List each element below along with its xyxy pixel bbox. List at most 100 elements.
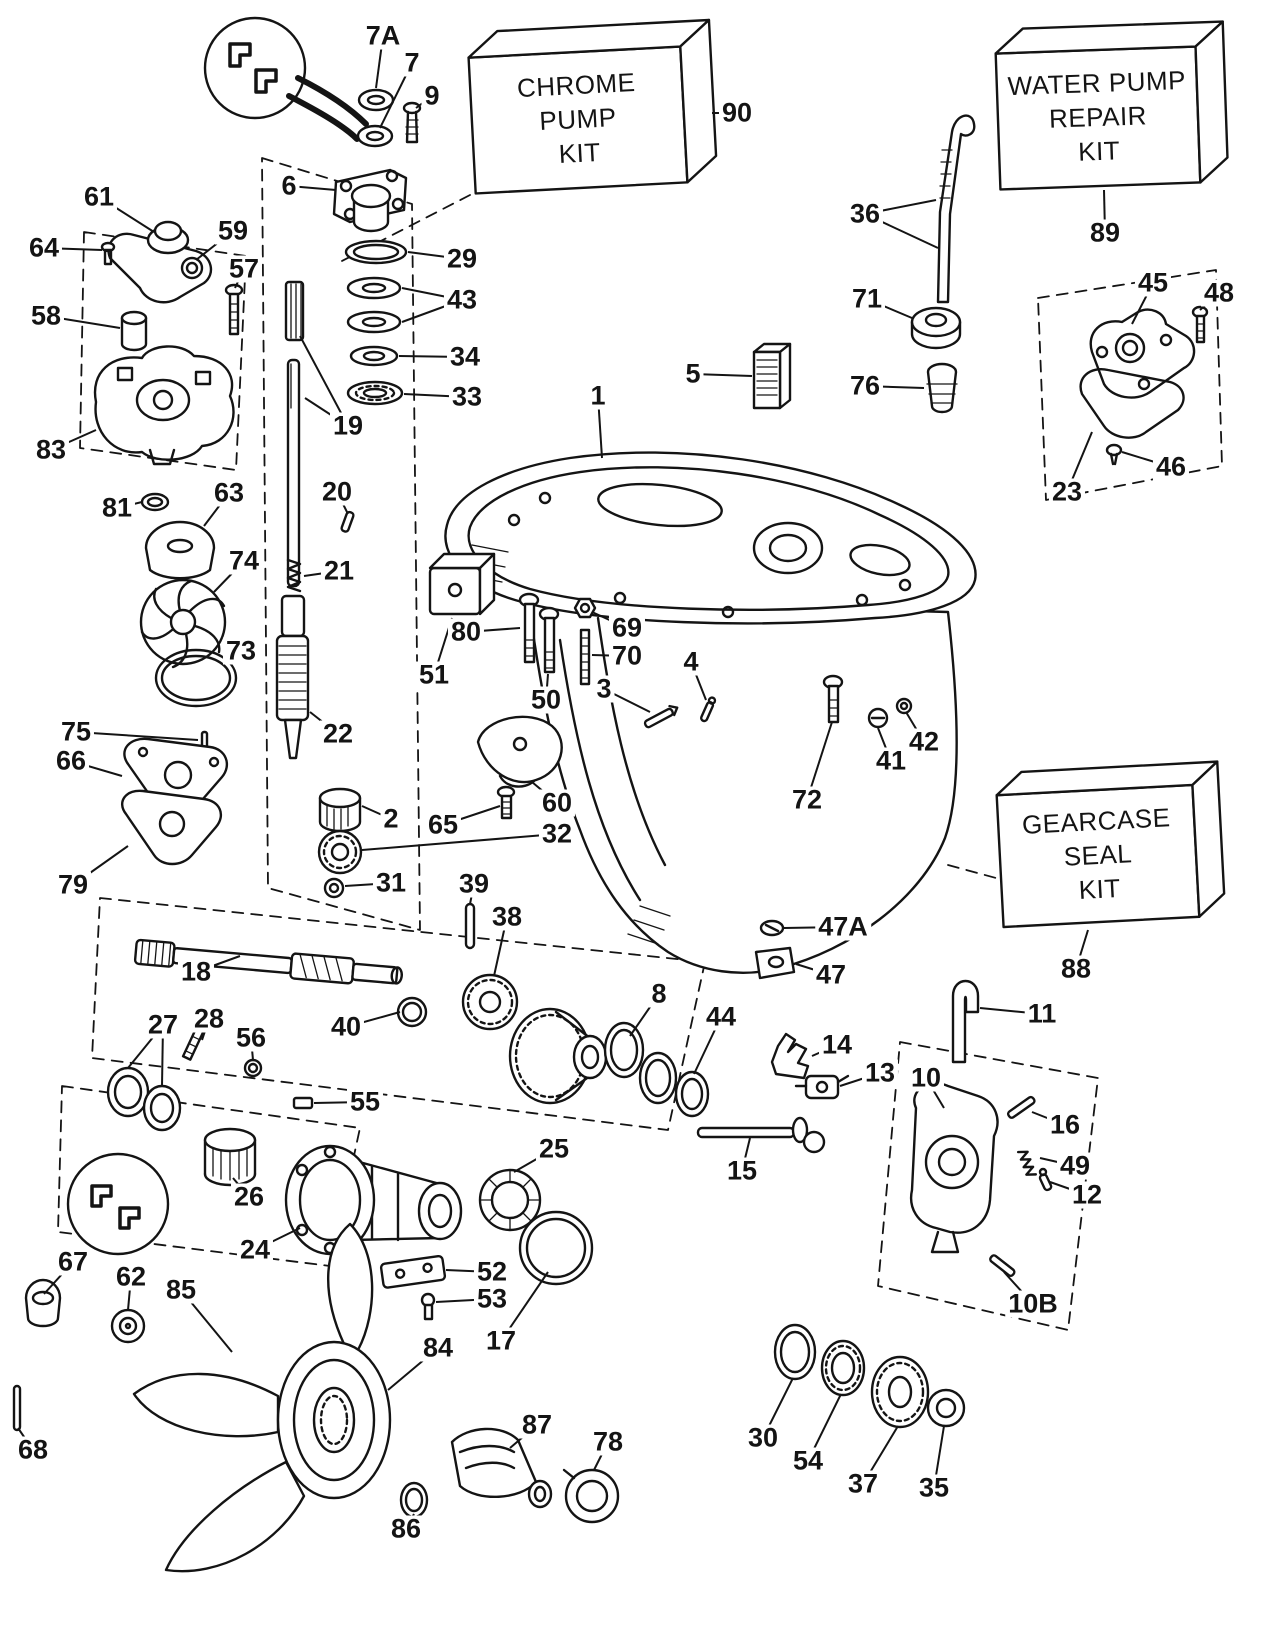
wear-cup-63 — [144, 520, 216, 580]
callout-56: 56 — [232, 1024, 270, 1052]
thrust-washers-44 — [638, 1051, 710, 1118]
callout-31: 31 — [372, 869, 410, 897]
kit-label-water-pump-repair: WATER PUMP REPAIR KIT — [996, 47, 1201, 190]
shift-cradle-14 — [770, 1032, 810, 1080]
nut-69 — [573, 597, 597, 619]
leader-line-75 — [75, 731, 199, 741]
washers-7 — [356, 88, 395, 148]
callout-43: 43 — [443, 286, 481, 314]
screw-48 — [1191, 305, 1209, 344]
callout-23: 23 — [1048, 478, 1086, 506]
callout-60: 60 — [538, 789, 576, 817]
detent-12 — [1038, 1167, 1053, 1192]
pump-plate-45 — [1089, 308, 1196, 399]
drive-hub-87 — [450, 1427, 553, 1509]
callout-10B: 10B — [1005, 1290, 1061, 1318]
callout-36: 36 — [846, 200, 884, 228]
callout-30: 30 — [744, 1424, 782, 1452]
callout-87: 87 — [518, 1411, 556, 1439]
kit-line: CHROME — [516, 67, 637, 104]
callout-11: 11 — [1024, 1000, 1060, 1028]
callout-42: 42 — [905, 728, 943, 756]
callout-64: 64 — [25, 234, 63, 262]
oring-29 — [344, 239, 408, 265]
callout-13: 13 — [861, 1059, 899, 1087]
seal-62 — [110, 1308, 146, 1344]
callout-25: 25 — [535, 1135, 573, 1163]
cap-67 — [24, 1278, 62, 1328]
clip-47A — [759, 919, 785, 937]
kit-line: KIT — [1077, 135, 1121, 167]
screw-53 — [420, 1292, 436, 1321]
kit-box-gearcase-seal — [995, 760, 1226, 929]
callout-7: 7 — [401, 49, 423, 77]
callout-75: 75 — [57, 718, 95, 746]
pump-mount-plate — [100, 220, 213, 304]
bearing-2 — [318, 787, 362, 833]
callout-49: 49 — [1056, 1152, 1094, 1180]
kit-line: PUMP — [538, 102, 618, 137]
retainer-clip-detail-circle — [203, 16, 369, 142]
callout-29: 29 — [443, 245, 481, 273]
propeller — [132, 1222, 392, 1573]
callout-81: 81 — [98, 494, 136, 522]
kit-line: GEARCASE — [1021, 802, 1172, 841]
bolt-57 — [224, 283, 244, 336]
callout-90: 90 — [718, 99, 756, 127]
pin-68 — [12, 1384, 22, 1432]
callout-74: 74 — [225, 547, 263, 575]
gasket-79 — [120, 789, 223, 866]
callout-85: 85 — [162, 1276, 200, 1304]
callout-52: 52 — [473, 1258, 511, 1286]
seal-detail-circle — [66, 1152, 170, 1256]
callout-89: 89 — [1086, 219, 1124, 247]
callout-2: 2 — [380, 805, 402, 833]
callout-14: 14 — [818, 1031, 856, 1059]
kit-line: SEAL — [1062, 838, 1133, 872]
anode-47 — [754, 946, 796, 980]
shift-housing-10 — [909, 1082, 999, 1254]
washer-42 — [895, 697, 913, 715]
callout-4: 4 — [680, 648, 702, 676]
callout-47: 47 — [812, 961, 850, 989]
callout-65: 65 — [424, 811, 462, 839]
trim-tab-60 — [476, 715, 563, 788]
callout-40: 40 — [327, 1013, 365, 1041]
callout-46: 46 — [1152, 453, 1190, 481]
callout-16: 16 — [1046, 1111, 1084, 1139]
callout-76: 76 — [846, 372, 884, 400]
callout-51: 51 — [415, 661, 453, 689]
callout-41: 41 — [872, 747, 910, 775]
callout-8: 8 — [648, 980, 670, 1008]
fitting-76 — [926, 362, 958, 414]
kit-line: KIT — [557, 136, 602, 169]
callout-22: 22 — [319, 720, 357, 748]
callout-57: 57 — [225, 255, 263, 283]
callout-10: 10 — [907, 1064, 945, 1092]
callout-86: 86 — [387, 1515, 425, 1543]
callout-32: 32 — [538, 820, 576, 848]
callout-68: 68 — [14, 1436, 52, 1464]
washers-43 — [346, 276, 402, 334]
callout-88: 88 — [1057, 955, 1095, 983]
callout-71: 71 — [848, 285, 886, 313]
callout-27: 27 — [144, 1011, 182, 1039]
screw-4 — [700, 696, 717, 723]
needle-bearing-26 — [203, 1127, 257, 1187]
callout-61: 61 — [80, 183, 118, 211]
stud-70 — [579, 628, 591, 686]
callout-17: 17 — [482, 1327, 520, 1355]
washer-86 — [399, 1481, 429, 1519]
water-pump-housing-83 — [93, 345, 235, 466]
callout-33: 33 — [448, 383, 486, 411]
nut-31 — [323, 877, 345, 899]
shift-lever-13 — [794, 1074, 850, 1100]
callout-80: 80 — [447, 618, 485, 646]
callout-15: 15 — [723, 1157, 761, 1185]
washer-54 — [820, 1339, 866, 1397]
callout-19: 19 — [329, 412, 367, 440]
screw-9 — [402, 101, 422, 144]
callout-84: 84 — [419, 1334, 457, 1362]
callout-6: 6 — [278, 172, 300, 200]
